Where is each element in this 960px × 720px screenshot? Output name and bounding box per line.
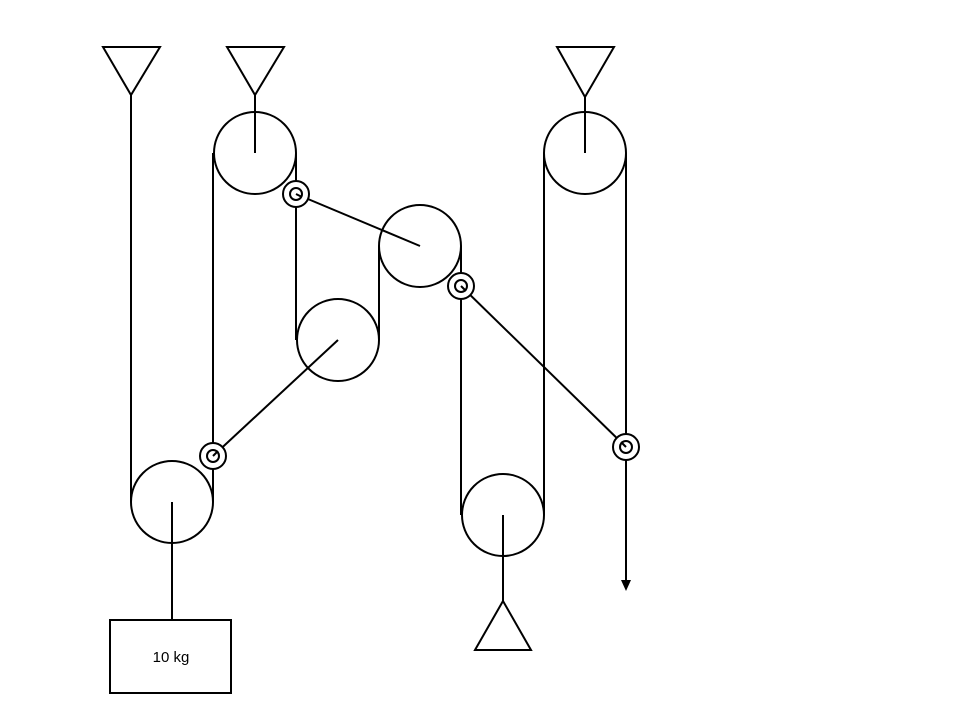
ceiling-anchor-right [555,46,616,100]
tie-line [460,285,627,448]
mass-label: 10 kg [152,648,190,666]
ceiling-anchor-middle [225,46,286,97]
floor-anchor [473,598,533,651]
pull-arrow-icon [621,580,631,591]
ceiling-anchor-left [101,46,162,97]
tie-line [295,193,421,247]
tie-line [212,339,339,457]
mass-box [109,619,232,694]
